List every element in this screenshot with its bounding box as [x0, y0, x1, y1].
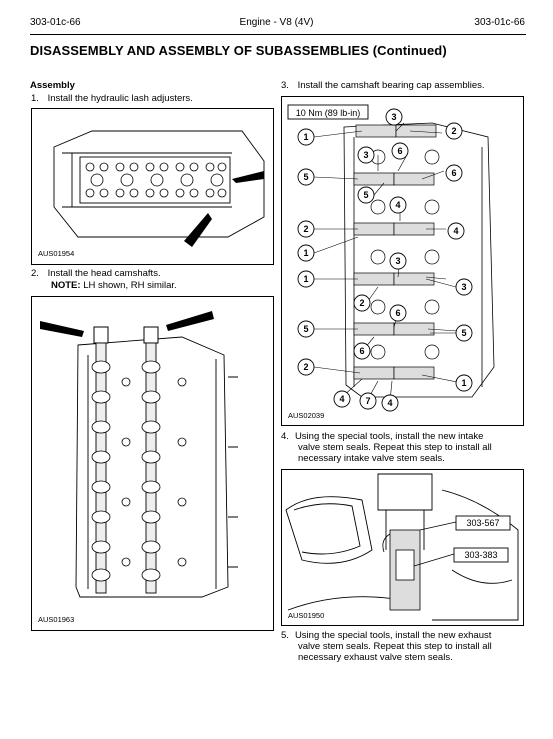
assembly-heading: Assembly	[30, 80, 75, 91]
bearing-cap-drawing: 10 Nm (89 lb-in)	[287, 104, 495, 412]
callout: 3	[363, 150, 368, 160]
callout: 1	[303, 274, 308, 284]
callout: 3	[395, 256, 400, 266]
step-2-note: NOTE: LH shown, RH similar.	[51, 280, 177, 291]
header-title: Engine - V8 (4V)	[239, 17, 314, 28]
step-2: 2. Install the head camshafts.	[31, 268, 161, 279]
callout: 6	[359, 346, 364, 356]
note-text: LH shown, RH similar.	[83, 280, 177, 291]
step-text-line: necessary exhaust valve stem seals.	[298, 652, 453, 663]
callout: 3	[391, 112, 396, 122]
tool-label-installer: 303-383	[464, 550, 497, 560]
callout: 6	[451, 168, 456, 178]
header-page-right: 303-01c-66	[474, 17, 525, 28]
callout: 5	[303, 324, 308, 334]
cylinder-head-drawing	[53, 130, 265, 247]
header-page-left: 303-01c-66	[30, 17, 81, 28]
header-rule	[30, 34, 526, 35]
callout: 4	[395, 200, 400, 210]
figure-id: AUS02039	[288, 411, 325, 420]
callout: 4	[339, 394, 344, 404]
callout: 1	[303, 132, 308, 142]
step-number: 4.	[281, 431, 289, 442]
callout: 6	[395, 308, 400, 318]
step-number: 2.	[31, 268, 39, 279]
callout: 4	[387, 398, 392, 408]
callout: 2	[303, 224, 308, 234]
callout: 7	[365, 396, 370, 406]
step-number: 5.	[281, 630, 289, 641]
step-number: 1.	[31, 93, 39, 104]
callout: 1	[303, 248, 308, 258]
step-4: 4. Using the special tools, install the n…	[281, 431, 492, 464]
figure-camshafts: AUS01963	[31, 296, 274, 631]
camshaft-head-drawing	[40, 311, 238, 598]
step-text-line: valve stem seals. Repeat this step to in…	[298, 641, 492, 652]
step-text: Install the hydraulic lash adjusters.	[47, 93, 193, 104]
valve-seal-drawing: 303-567 303-383	[285, 473, 519, 621]
step-text-line: Using the special tools, install the new…	[294, 630, 492, 641]
step-3: 3. Install the camshaft bearing cap asse…	[281, 80, 485, 91]
note-label: NOTE:	[51, 280, 81, 291]
figure-id: AUS01963	[38, 615, 75, 624]
callout: 4	[453, 226, 458, 236]
callout: 6	[397, 146, 402, 156]
figure-bearing-caps: 10 Nm (89 lb-in)	[281, 96, 524, 426]
callout: 3	[461, 282, 466, 292]
callout: 2	[451, 126, 456, 136]
figure-intake-seals: 303-567 303-383 AUS01950	[281, 469, 524, 626]
callout: 5	[303, 172, 308, 182]
tool-label-intake: 303-567	[466, 518, 499, 528]
step-text: Install the head camshafts.	[47, 268, 161, 279]
step-1: 1. Install the hydraulic lash adjusters.	[31, 93, 193, 104]
figure-id: AUS01954	[38, 249, 75, 258]
callout: 2	[359, 298, 364, 308]
section-title: DISASSEMBLY AND ASSEMBLY OF SUBASSEMBLIE…	[30, 43, 447, 58]
callout: 1	[461, 378, 466, 388]
step-number: 3.	[281, 80, 289, 91]
callout: 5	[363, 190, 368, 200]
torque-label: 10 Nm (89 lb-in)	[296, 108, 361, 118]
callout: 5	[461, 328, 466, 338]
step-5: 5. Using the special tools, install the n…	[281, 630, 492, 663]
figure-id: AUS01950	[288, 611, 325, 620]
step-text-line: necessary intake valve stem seals.	[298, 453, 445, 464]
callout: 2	[303, 362, 308, 372]
step-text-line: Using the special tools, install the new…	[294, 431, 484, 442]
step-text-line: valve stem seals. Repeat this step to in…	[298, 442, 492, 453]
figure-lash-adjusters: AUS01954	[31, 108, 274, 265]
step-text: Install the camshaft bearing cap assembl…	[297, 80, 485, 91]
